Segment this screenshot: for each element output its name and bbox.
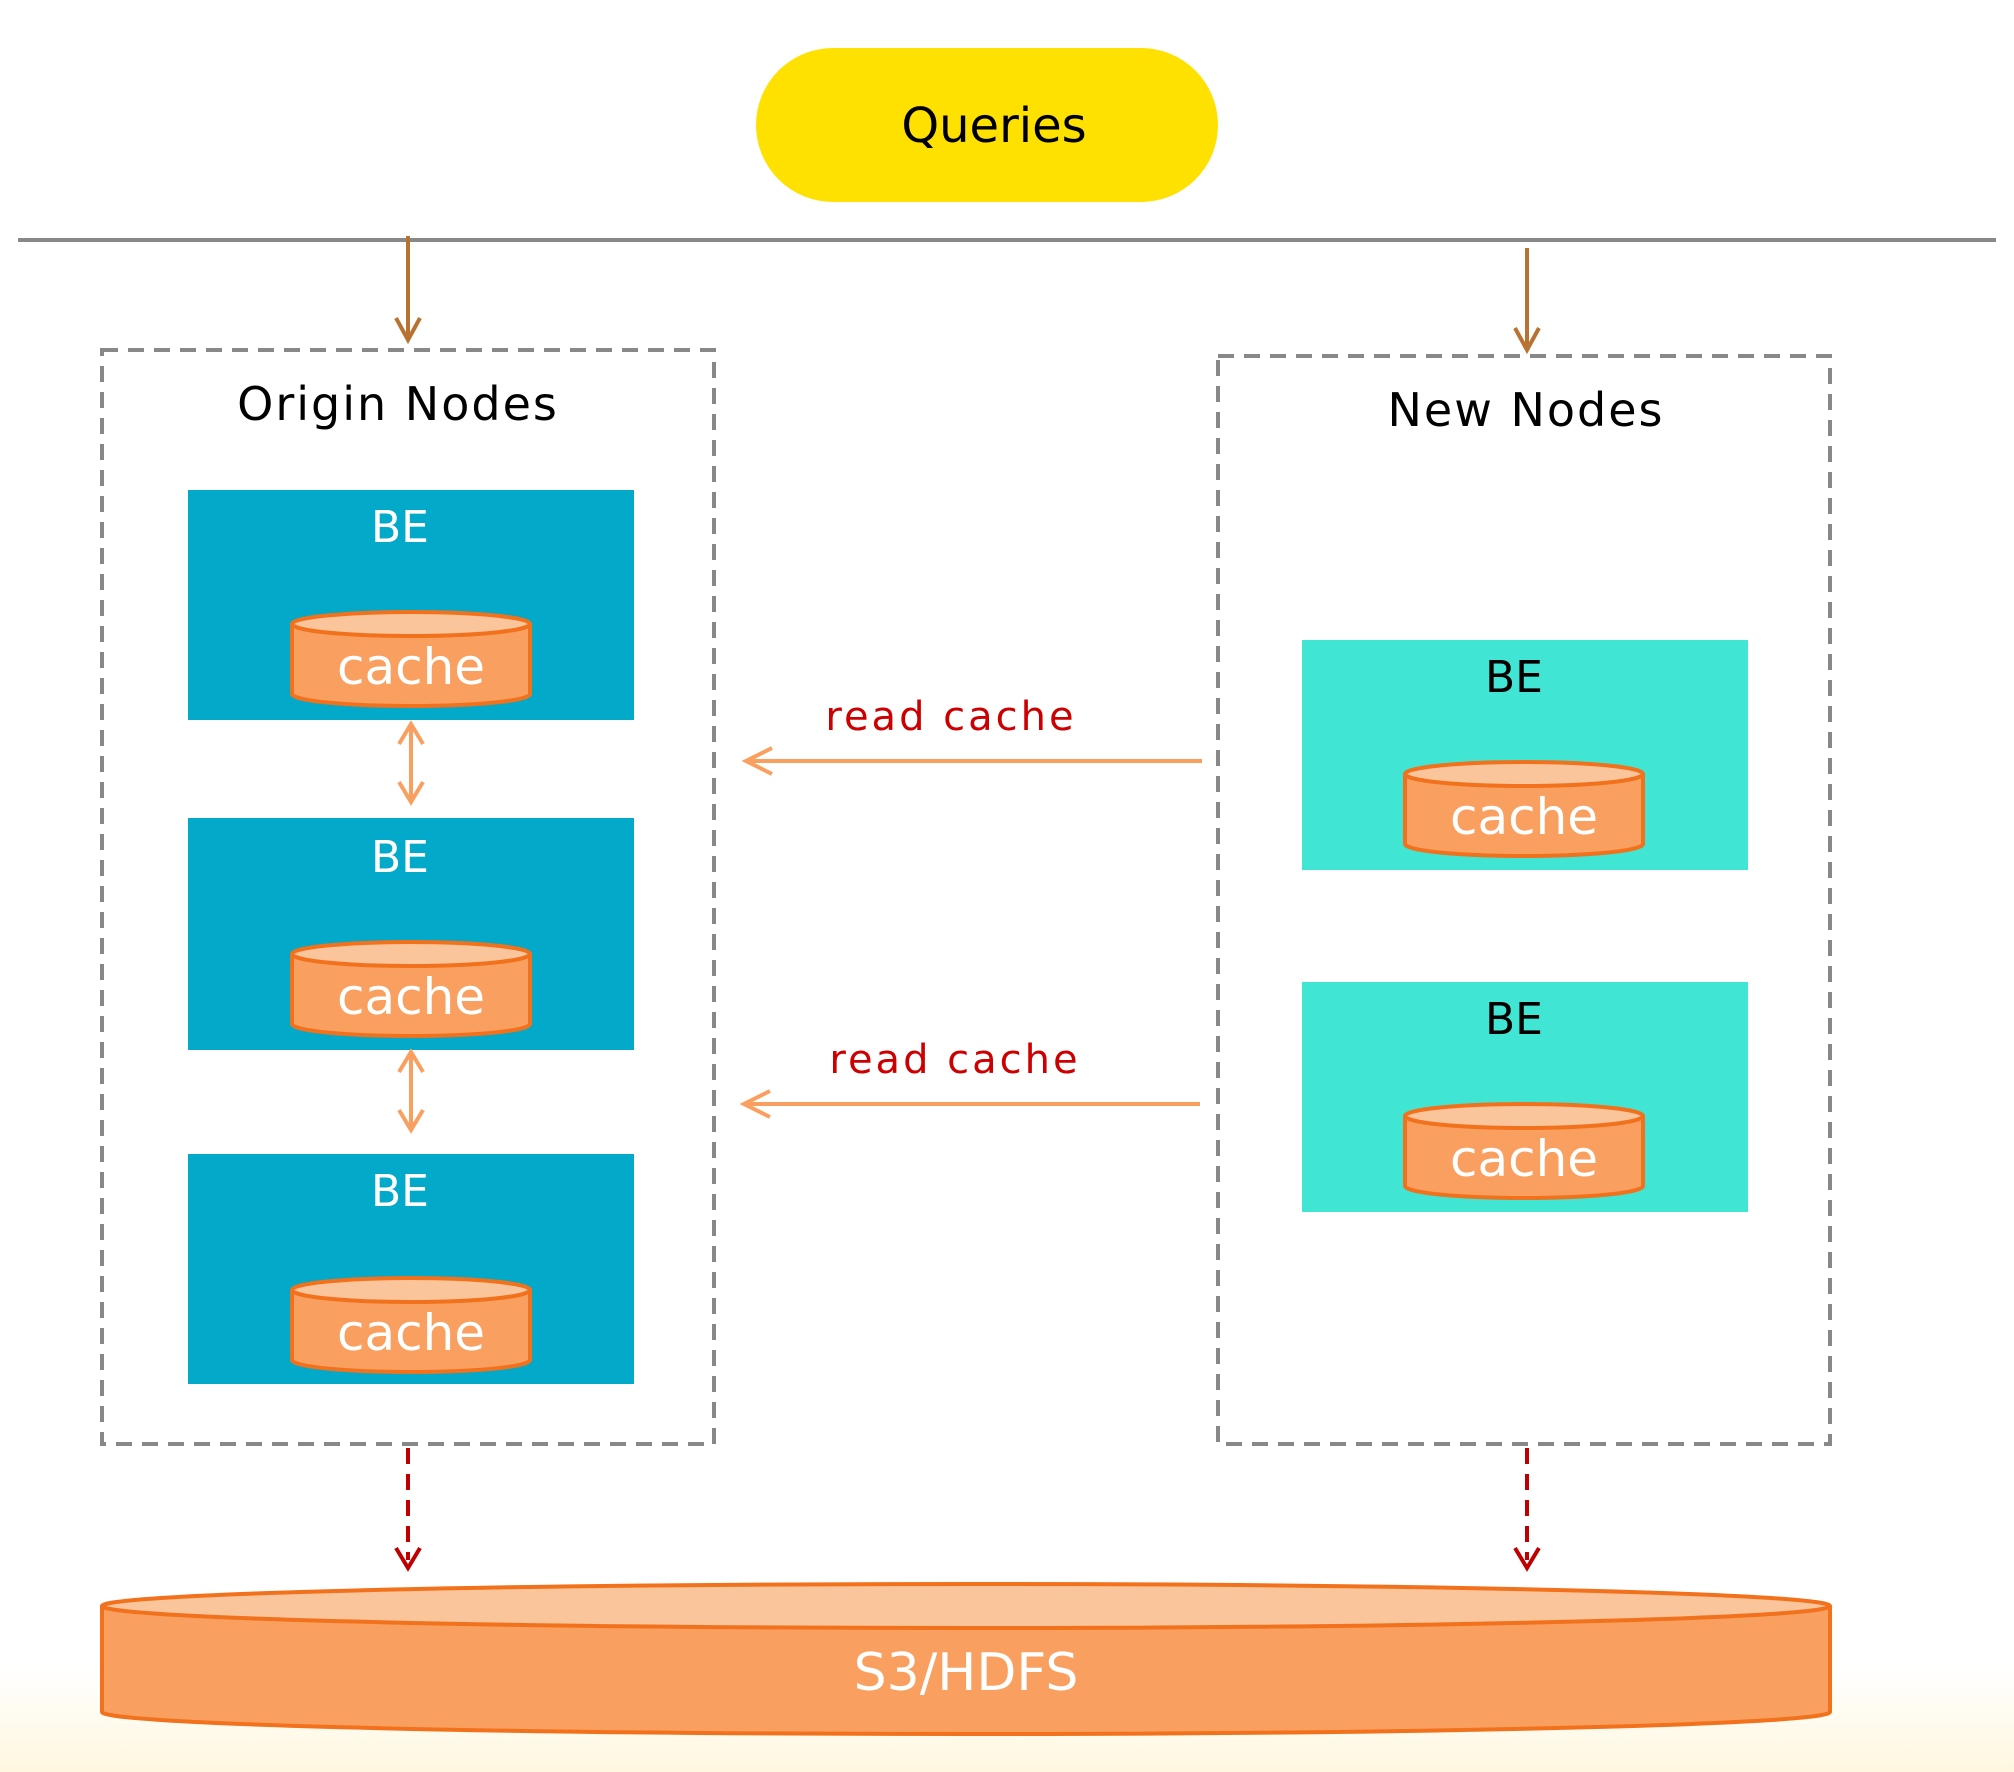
be-label: BE — [371, 832, 429, 883]
storage-arrow-origin — [394, 1448, 422, 1572]
cache-label: cache — [337, 968, 485, 1026]
cache-cylinder: cache — [290, 610, 532, 708]
queries-pill: Queries — [756, 48, 1218, 202]
origin-be-node: BE cache — [188, 1154, 634, 1384]
query-arrow-new — [1513, 248, 1541, 355]
storage-label: S3/HDFS — [854, 1643, 1079, 1703]
origin-nodes-group: Origin Nodes BE cache BE cache — [100, 348, 716, 1446]
cache-cylinder: cache — [1403, 760, 1645, 858]
origin-be-node: BE cache — [188, 490, 634, 720]
origin-nodes-title: Origin Nodes — [237, 377, 559, 431]
be-label: BE — [371, 502, 429, 553]
read-cache-label: read cache — [825, 694, 1076, 740]
storage-cylinder: S3/HDFS — [100, 1582, 1832, 1736]
origin-nodes-border — [100, 348, 716, 1446]
query-arrow-origin — [394, 236, 422, 345]
cache-cylinder: cache — [290, 940, 532, 1038]
sync-arrow — [397, 720, 425, 806]
queries-pill-shape — [756, 48, 1218, 202]
sync-arrow — [397, 1048, 425, 1134]
be-label: BE — [1485, 994, 1543, 1045]
cache-label: cache — [1450, 1130, 1598, 1188]
cache-cylinder: cache — [290, 1276, 532, 1374]
read-cache-arrow: read cache — [739, 1037, 1200, 1119]
origin-be-node: BE cache — [188, 818, 634, 1050]
cache-cylinder: cache — [1403, 1102, 1645, 1200]
cache-label: cache — [1450, 788, 1598, 846]
be-label: BE — [371, 1166, 429, 1217]
new-nodes-border — [1216, 354, 1832, 1446]
queries-label: Queries — [901, 98, 1086, 154]
new-nodes-title: New Nodes — [1388, 383, 1665, 437]
cache-label: cache — [337, 1304, 485, 1362]
new-be-node: BE cache — [1302, 982, 1748, 1212]
new-nodes-group: New Nodes BE cache BE cache — [1216, 354, 1832, 1446]
read-cache-label: read cache — [829, 1037, 1080, 1083]
storage-arrow-new — [1513, 1448, 1541, 1572]
new-be-node: BE cache — [1302, 640, 1748, 870]
read-cache-arrow: read cache — [741, 694, 1202, 776]
be-label: BE — [1485, 652, 1543, 703]
cache-label: cache — [337, 638, 485, 696]
